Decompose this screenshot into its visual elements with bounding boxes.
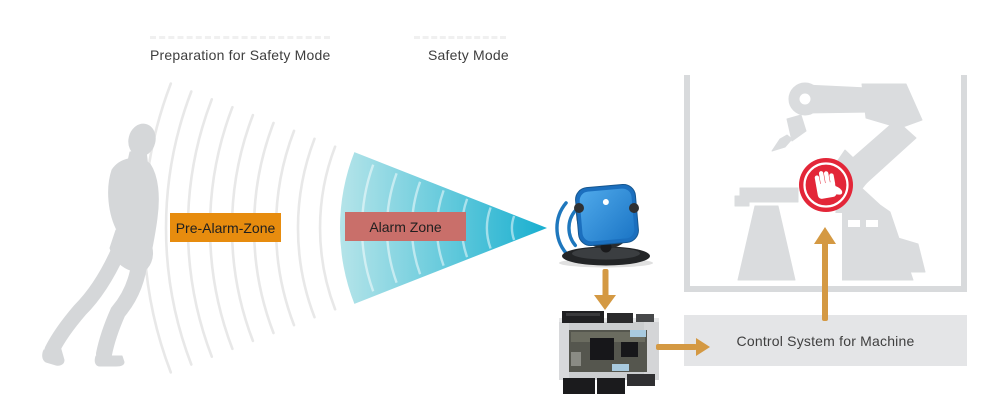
control-system-label: Control System for Machine <box>736 332 915 349</box>
stop-hand-icon <box>799 158 853 212</box>
sound-wave-arcs <box>555 201 587 255</box>
arrow-sensor-to-plc <box>594 269 616 310</box>
pre-alarm-zone-badge: Pre-Alarm-Zone <box>170 213 281 242</box>
alarm-zone-label: Alarm Zone <box>369 218 442 235</box>
preparation-mode-label: Preparation for Safety Mode <box>150 47 331 63</box>
plc-controller-icon <box>559 311 659 394</box>
robot-arm-silhouette <box>734 82 926 281</box>
pre-alarm-zone-label: Pre-Alarm-Zone <box>175 219 276 236</box>
safety-cage <box>684 75 967 292</box>
arrow-control-to-robot <box>814 227 836 321</box>
person-silhouette <box>42 123 159 367</box>
alarm-zone-badge: Alarm Zone <box>345 212 466 241</box>
ghost-dash-left <box>150 36 330 39</box>
ghost-dash-right <box>414 36 506 39</box>
safety-mode-label: Safety Mode <box>428 47 509 63</box>
ultrasonic-sensor-icon <box>559 183 653 268</box>
robot-cutouts <box>799 93 878 285</box>
control-system-box: Control System for Machine <box>684 315 967 366</box>
